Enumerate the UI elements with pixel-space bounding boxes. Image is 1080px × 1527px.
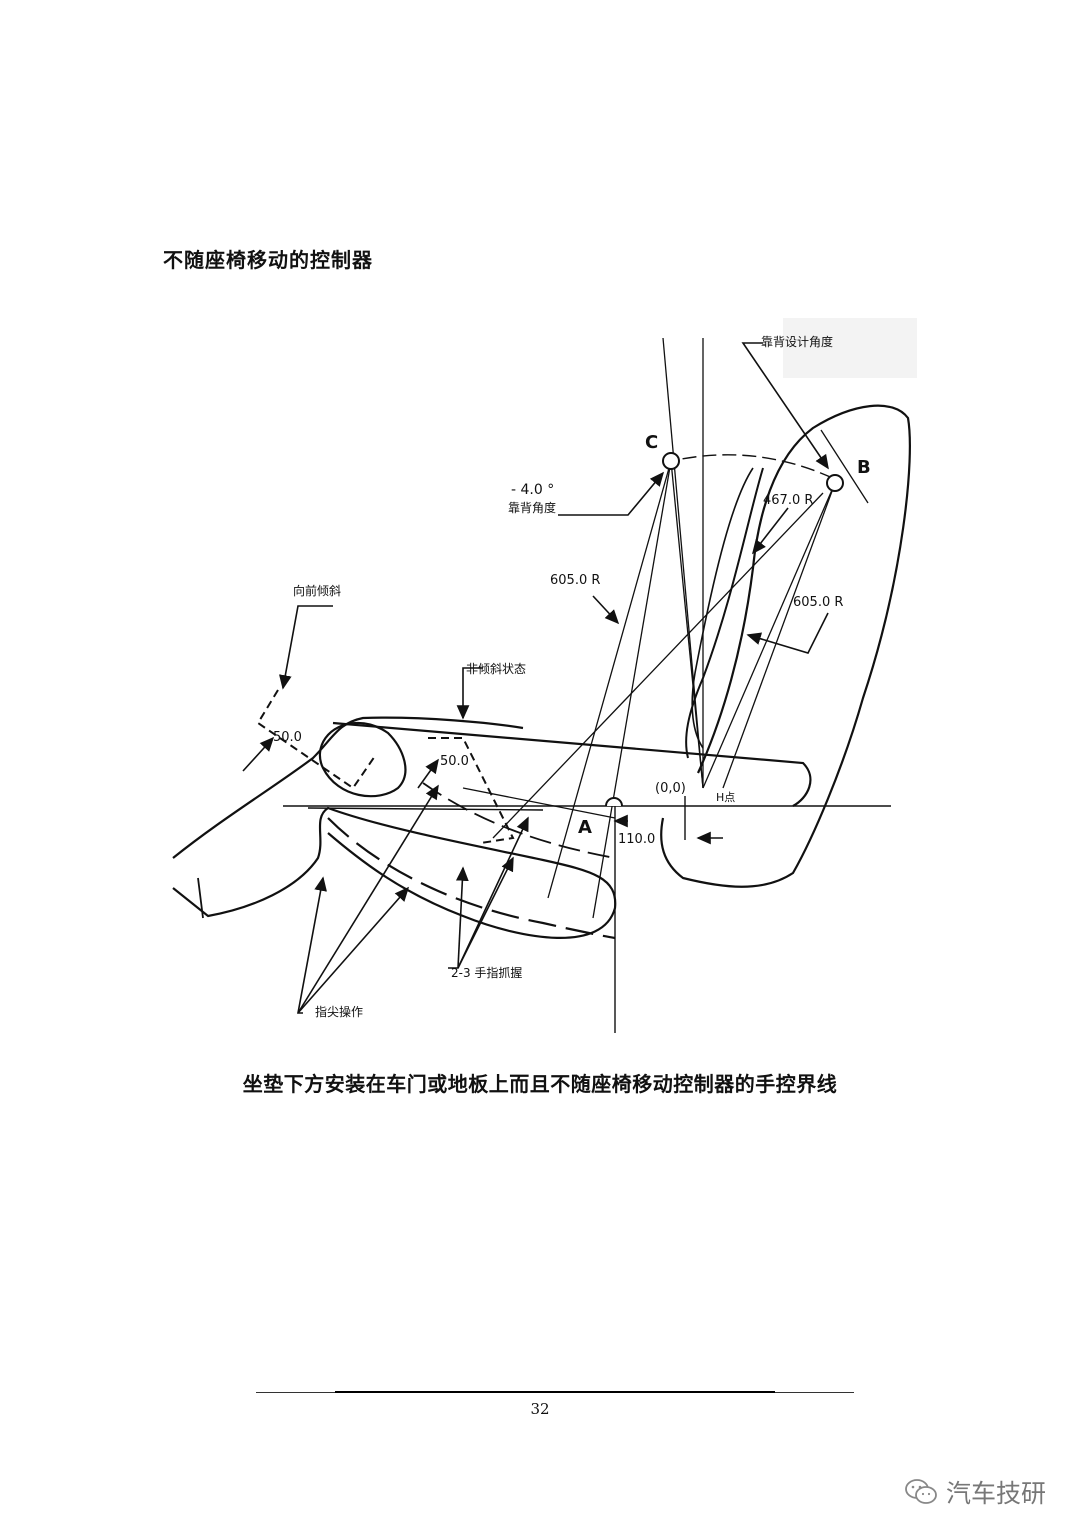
label-dim-110: 110.0 [618,832,655,847]
label-point-b: B [857,457,871,478]
dim-arrow-50-right [417,758,439,789]
diagram-lines [172,337,911,1033]
backrest-inner-line [685,467,764,759]
label-r-605-left: 605.0 R [550,573,600,588]
line-b-to-h-2 [722,482,836,789]
point-a-marker [605,797,623,807]
backrest-outline [660,404,911,888]
leader-fingertip-2 [297,886,410,1014]
label-dim-50-left: 50.0 [273,730,302,745]
leader-grip-3 [457,856,514,969]
label-origin: (0,0) [655,781,686,796]
label-backrest-design-angle: 靠背设计角度 [761,334,833,349]
wechat-icon [905,1479,937,1504]
leader-605-right [746,612,829,654]
backrest-angle-arc [662,454,844,484]
label-point-a: A [578,817,592,838]
point-b-marker [826,474,844,492]
line-b-to-cushion [492,492,824,839]
line-to-a [462,787,616,819]
label-finger-grip: 2-3 手指抓握 [451,965,522,980]
backrest-angle-line [662,337,704,789]
paper-region-right [783,378,917,1051]
leader-fingertip-3 [297,784,439,1014]
leg-end-cap [197,877,204,919]
leader-lines [242,342,829,1014]
non-tilt-box [428,737,515,844]
label-point-c: C [645,432,658,453]
leader-non-tilt [456,667,483,720]
fingertip-reach-arc [327,817,616,940]
watermark-text: 汽车技研 [945,1479,1046,1508]
label-non-tilt-state: 非倾斜状态 [466,662,526,676]
label-fingertip-operation: 指尖操作 [315,1004,363,1019]
leader-backrest-design-angle [741,342,829,470]
diagram-svg: 靠背设计角度 B C A - 4.0 ° 靠背角度 467.0 R 605.0 … [163,318,917,1051]
point-c-marker [662,452,680,470]
label-r-605-right: 605.0 R [793,595,843,610]
paper-region [163,318,783,1051]
b-tangent-line [820,429,869,504]
label-r-467: 467.0 R [763,493,813,508]
dim-arrow-50-left [242,736,275,772]
watermark: 汽车技研 [904,1474,1046,1510]
leader-grip-2 [455,866,469,969]
label-backrest-angle: 靠背角度 [508,500,556,515]
section-title: 不随座椅移动的控制器 [163,248,373,272]
forward-tilt-box [256,689,376,790]
figure-caption: 坐垫下方安装在车门或地板上而且不随座椅移动控制器的手控界线 [242,1072,838,1096]
leader-backrest-angle [558,471,665,516]
label-dim-50-right: 50.0 [440,754,469,769]
footer-rule-accent [335,1391,775,1393]
label-angle-value: - 4.0 ° [511,482,554,498]
leader-605-left [592,595,620,625]
label-h-point: H点 [716,791,735,804]
line-c-to-front [547,460,672,899]
line-b-to-h-1 [702,482,836,789]
line-c-to-cushion [592,460,672,919]
leg-outline-upper [172,716,524,859]
page-number: 32 [530,1400,550,1418]
leader-forward-tilt [279,605,333,690]
leader-467 [752,507,789,555]
leg-outline-lower [172,806,617,939]
cushion-mid-line [307,807,544,811]
label-forward-tilt: 向前倾斜 [293,583,341,598]
cushion-front-roll [318,721,407,798]
seat-control-reach-diagram: 靠背设计角度 B C A - 4.0 ° 靠背角度 467.0 R 605.0 … [163,318,917,1051]
cushion-top-line [332,721,812,807]
